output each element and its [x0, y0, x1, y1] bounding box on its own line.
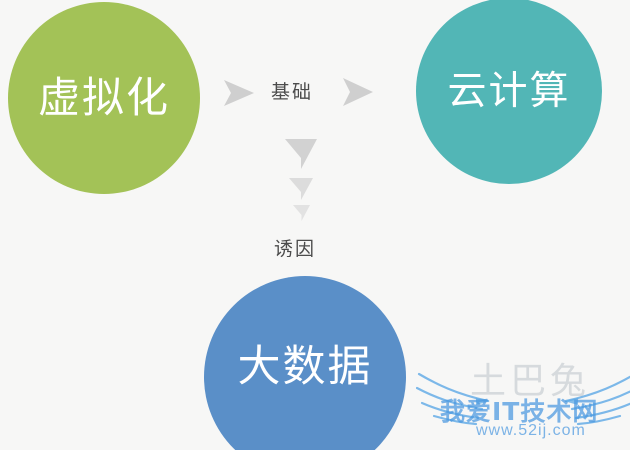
wing-left-icon [416, 372, 490, 426]
watermark-site-text: 我爱IT技术网 [440, 397, 599, 426]
node-cloud-computing-label: 云计算 [447, 68, 571, 114]
node-big-data[interactable]: 大数据 [204, 276, 406, 450]
watermark: 土巴兔 我爱IT技术网 www.52ij.com [416, 338, 630, 450]
node-virtualization[interactable]: 虚拟化 [8, 2, 200, 194]
node-big-data-label: 大数据 [237, 341, 373, 392]
node-cloud-computing[interactable]: 云计算 [416, 0, 602, 184]
wing-right-icon [564, 375, 630, 426]
edge-label-basis: 基础 [271, 81, 314, 103]
arrow-right-icon [224, 80, 254, 106]
arrow-down-icon [293, 205, 310, 221]
edge-label-cause: 诱因 [274, 238, 317, 260]
arrow-right-icon [343, 78, 373, 106]
watermark-url-text: www.52ij.com [476, 422, 586, 439]
watermark-brand-text: 土巴兔 [470, 361, 591, 402]
node-virtualization-label: 虚拟化 [37, 73, 170, 122]
arrow-down-icon [285, 139, 317, 169]
arrow-down-icon [289, 178, 313, 200]
